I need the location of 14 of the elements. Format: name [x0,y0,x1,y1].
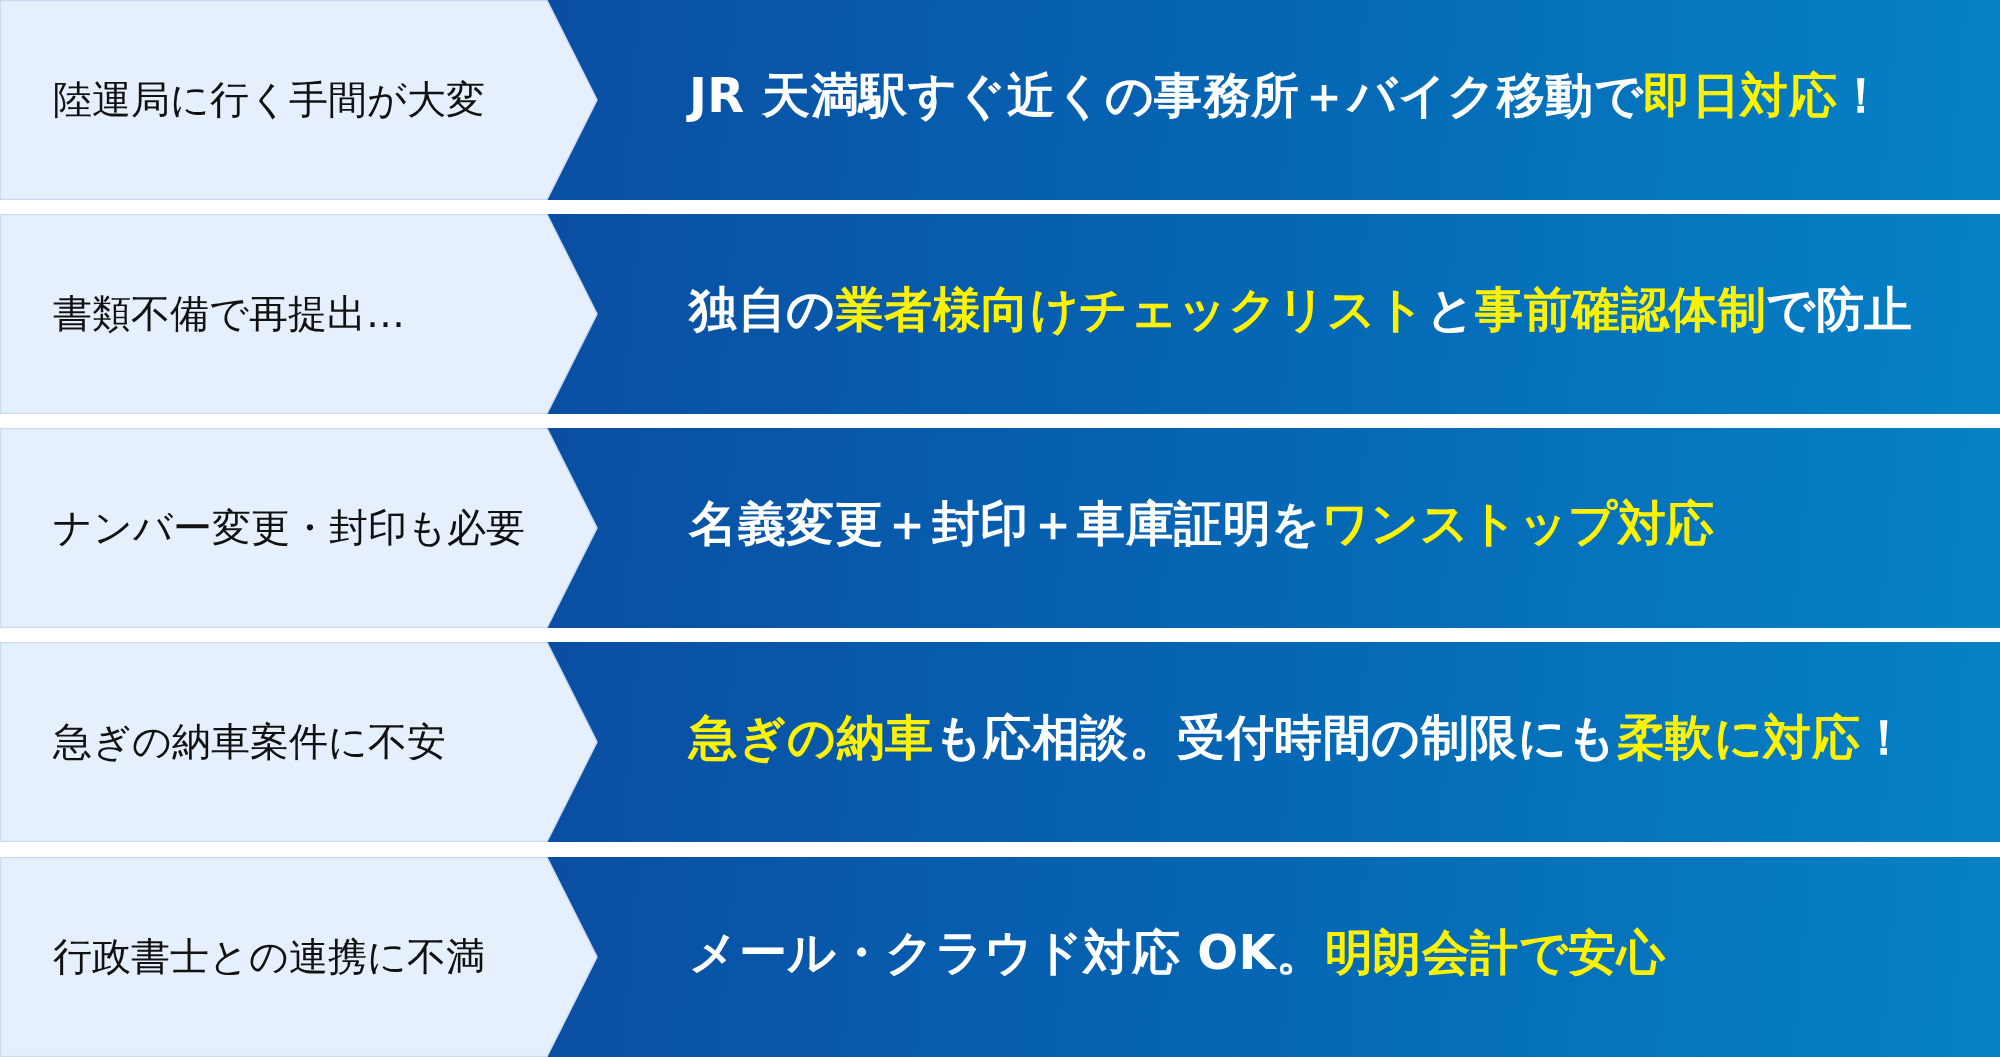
problem-text: 急ぎの納車案件に不安 [53,718,446,766]
problem-text: ナンバー変更・封印も必要 [53,504,525,552]
solution-text: 急ぎの納車も応相談。受付時間の制限にも柔軟に対応！ [689,709,1909,767]
chevron-box [0,642,598,842]
problem-text: 書類不備で再提出… [53,290,405,338]
solution-text: 名義変更＋封印＋車庫証明をワンストップ対応 [689,495,1715,553]
chevron-box [0,857,598,1057]
chevron-box [0,0,598,200]
chevron-box [0,214,598,414]
problem-text: 行政書士との連携に不満 [53,933,485,981]
chevron-box [0,428,598,628]
problem-text: 陸運局に行く手間が大変 [53,76,485,124]
solution-text: メール・クラウド対応 OK。明朗会計で安心 [689,924,1666,982]
solution-text: 独自の業者様向けチェックリストと事前確認体制で防止 [689,281,1913,339]
